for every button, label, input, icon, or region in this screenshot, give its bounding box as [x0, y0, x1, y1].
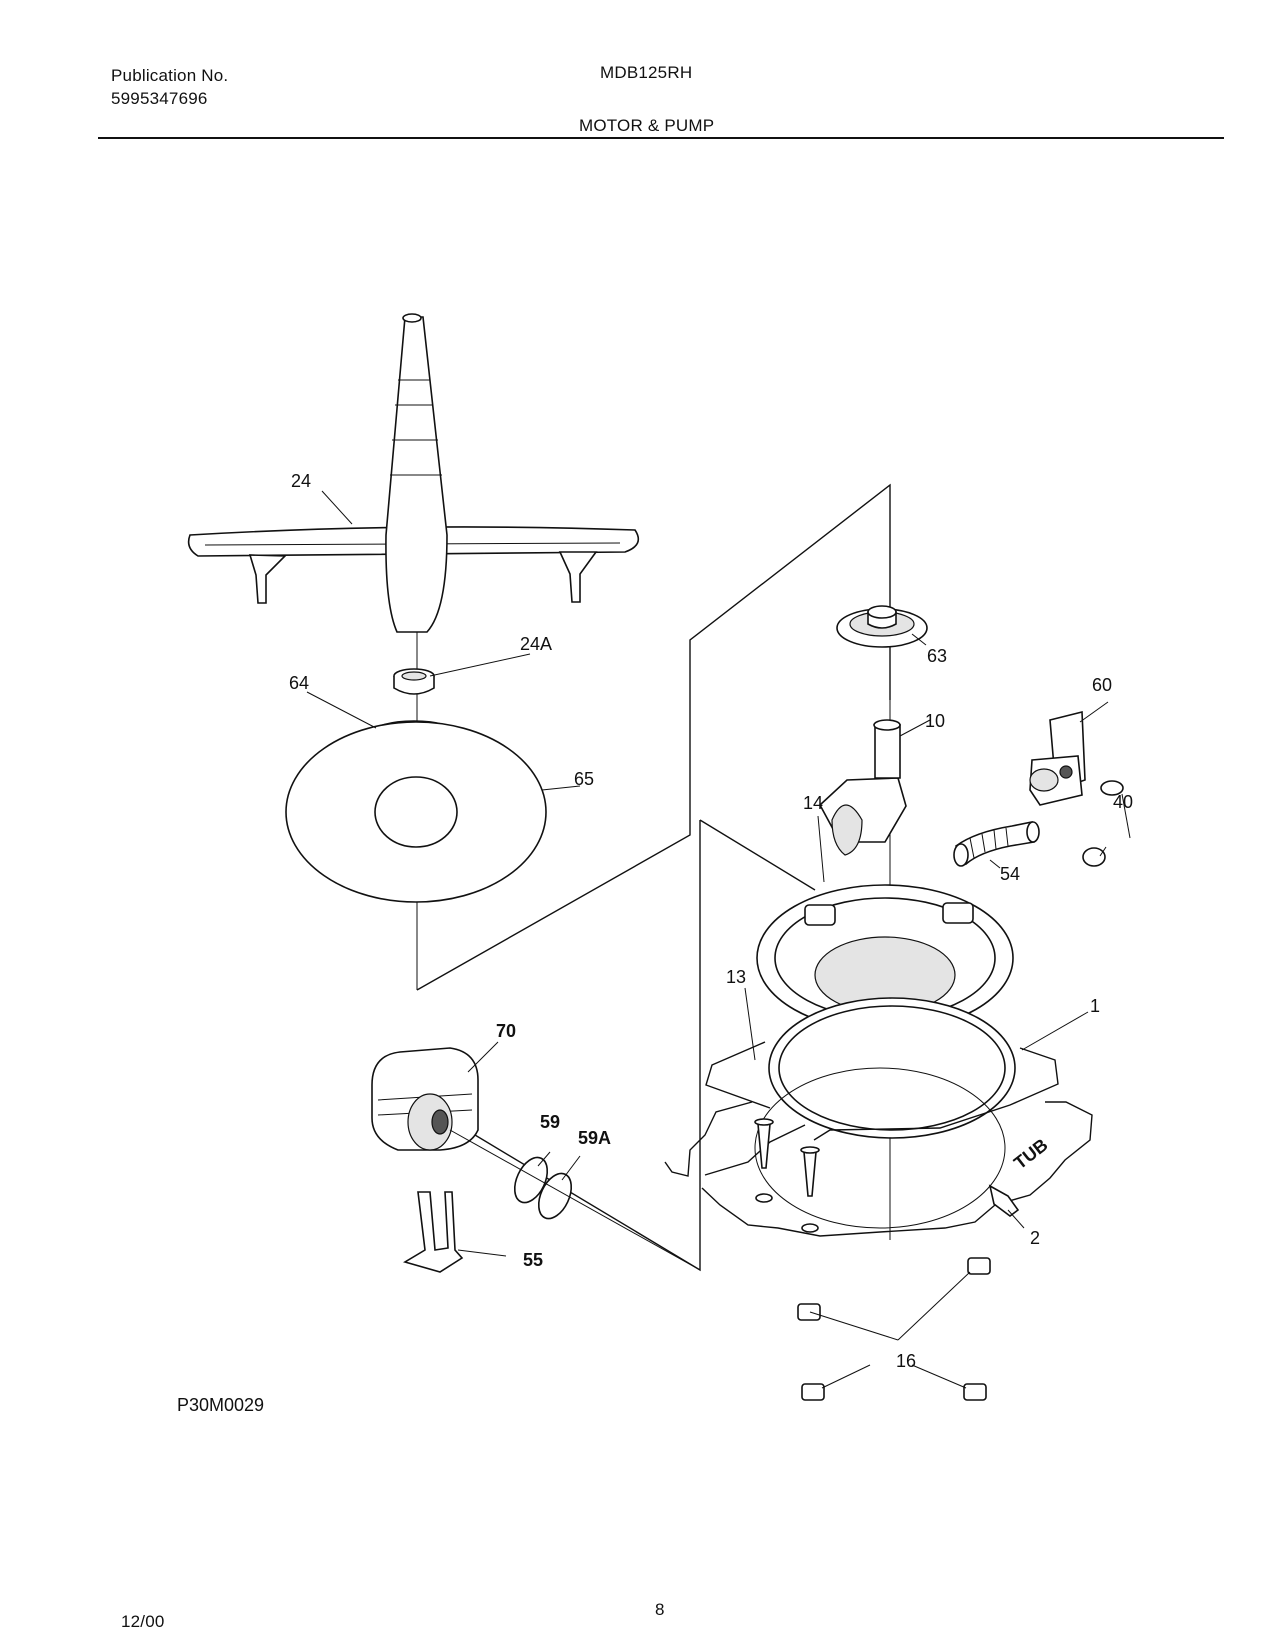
clip-part-2	[988, 1184, 1020, 1217]
callout-70: 70	[496, 1021, 516, 1041]
callout-1: 1	[1090, 996, 1100, 1016]
section-title: MOTOR & PUMP	[579, 116, 715, 135]
leader-lines	[306, 490, 1131, 1389]
callout-40: 40	[1113, 792, 1133, 812]
callout-24a: 24A	[520, 634, 552, 654]
funnel-part-40	[1082, 780, 1124, 867]
clips-part-16	[797, 1257, 991, 1401]
callout-64: 64	[289, 673, 309, 693]
publication-label: Publication No.	[111, 66, 229, 85]
callout-2: 2	[1030, 1228, 1040, 1248]
footer-date: 12/00	[121, 1612, 165, 1631]
callout-63: 63	[927, 646, 947, 666]
shroud-disc-part-65	[285, 721, 547, 903]
callout-14: 14	[803, 793, 823, 813]
callout-55: 55	[523, 1250, 543, 1270]
callout-59: 59	[540, 1112, 560, 1132]
o-rings-part-59	[513, 1156, 573, 1220]
callout-60: 60	[1092, 675, 1112, 695]
page-number: 8	[655, 1600, 665, 1619]
callout-10: 10	[925, 711, 945, 731]
callout-54: 54	[1000, 864, 1020, 884]
motor-mount-part-55	[403, 1191, 464, 1273]
tub-floor	[664, 1067, 1093, 1237]
spray-arm-part-24	[187, 313, 640, 633]
model-number: MDB125RH	[600, 63, 693, 82]
callout-59a: 59A	[578, 1128, 611, 1148]
callout-16: 16	[896, 1351, 916, 1371]
pump-housing-part-10	[819, 719, 907, 856]
harness-part-1	[705, 1041, 1059, 1141]
pump-base-part-14	[756, 884, 1014, 1032]
callout-65: 65	[574, 769, 594, 789]
inlet-hose-part-54	[953, 821, 1040, 867]
tub-label: TUB	[1010, 1135, 1051, 1174]
diagram-code: P30M0029	[177, 1395, 264, 1415]
publication-number: 5995347696	[111, 89, 208, 108]
bushing-part-24a	[393, 668, 435, 695]
filter-cap-part-63	[836, 605, 928, 648]
screws	[754, 1118, 820, 1233]
motor-part-70	[371, 1047, 479, 1151]
inlet-valve-part-60	[1029, 710, 1086, 806]
header-rule	[98, 137, 1224, 139]
callout-13: 13	[726, 967, 746, 987]
callout-24: 24	[291, 471, 311, 491]
